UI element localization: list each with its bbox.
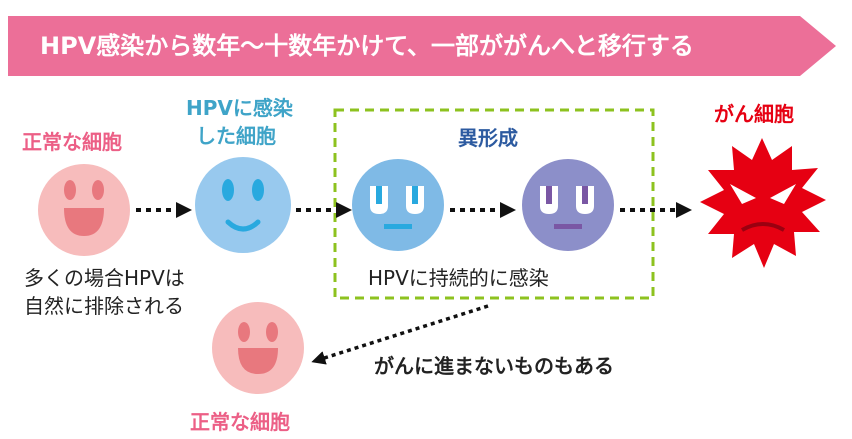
infected-cell-face <box>195 157 291 253</box>
normal-cell-face-bottom <box>212 302 304 394</box>
note-persistent-infection: HPVに持続的に感染 <box>368 266 549 290</box>
dysplasia-box <box>333 108 655 300</box>
label-hpv-infected-line1: HPVに感染 <box>186 96 293 120</box>
banner-arrow <box>8 16 836 76</box>
dysplasia-face-2 <box>522 159 614 251</box>
cancer-cell-face <box>700 138 826 268</box>
banner-title: HPV感染から数年〜十数年かけて、一部ががんへと移行する <box>40 32 694 60</box>
label-normal-cell-bottom: 正常な細胞 <box>190 410 290 434</box>
note-cleared-line1: 多くの場合HPVは <box>24 266 185 290</box>
dysplasia-face-1 <box>352 159 444 251</box>
label-hpv-infected-line2: した細胞 <box>196 124 276 148</box>
arrow-dysplasia-to-normal <box>311 304 489 365</box>
note-cleared-line2: 自然に排除される <box>24 294 184 318</box>
label-dysplasia: 異形成 <box>458 126 518 150</box>
label-normal-cell: 正常な細胞 <box>22 130 122 154</box>
note-no-progression: がんに進まないものもある <box>374 354 614 378</box>
normal-cell-face <box>38 164 130 256</box>
label-cancer-cell: がん細胞 <box>714 102 794 126</box>
